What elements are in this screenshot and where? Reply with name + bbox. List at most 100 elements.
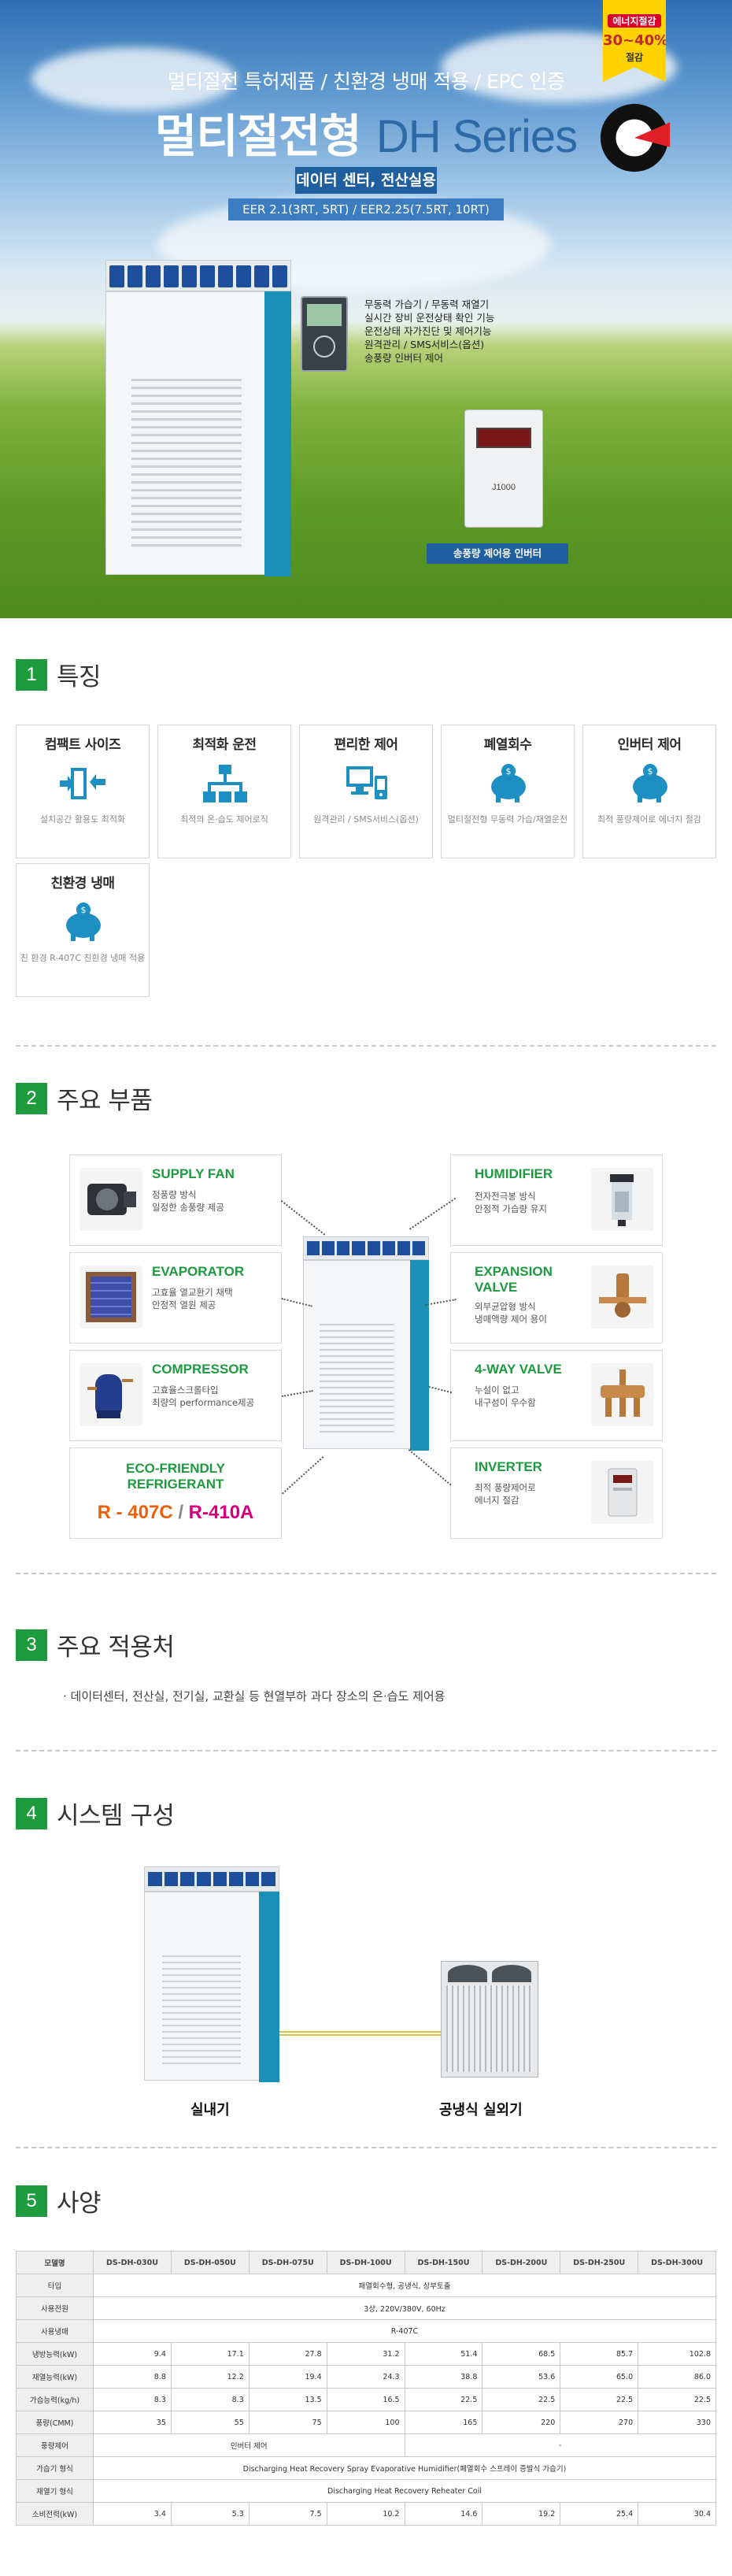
table-row: 재열기 형식 Discharging Heat Recovery Reheate… xyxy=(16,2479,716,2503)
spec-cell: 9.4 xyxy=(93,2342,172,2366)
connector-line xyxy=(282,1456,324,1495)
spec-cell: 68.5 xyxy=(482,2342,561,2366)
part-desc: 외부균압형 방식 xyxy=(475,1301,536,1312)
section-header-system: 4 시스템 구성 xyxy=(16,1796,175,1831)
section-title: 주요 적용처 xyxy=(57,1633,175,1662)
hero-title: 멀티절전형 DH Series xyxy=(0,99,732,165)
table-row: 사용냉매 R-407C xyxy=(16,2319,716,2343)
section-number: 1 xyxy=(16,658,47,691)
application-text: · 데이터센터, 전산실, 전기실, 교환실 등 현열부하 과다 장소의 온·습… xyxy=(63,1689,445,1703)
part-desc: 에너지 절감 xyxy=(475,1495,519,1506)
inverter-image: J1000 xyxy=(464,410,543,528)
hero-feature: 실시간 장비 운전상태 확인 기능 xyxy=(364,312,495,324)
spec-cell: 65.0 xyxy=(560,2365,639,2389)
section-header-applications: 3 주요 적용처 xyxy=(16,1627,175,1662)
part-desc: 최적 풍량제어로 xyxy=(475,1482,536,1493)
table-row: 사용전원 3상, 220V/380V, 60Hz xyxy=(16,2296,716,2320)
part-four-way-valve: 4-WAY VALVE 누설이 없고 내구성이 우수함 xyxy=(450,1350,663,1441)
energy-saving-ribbon: 에너지절감 30~40% 절감 xyxy=(603,0,666,82)
part-title: INVERTER xyxy=(475,1459,542,1474)
part-desc: 최량의 performance제공 xyxy=(152,1397,255,1408)
spec-header-cell: DS-DH-250U xyxy=(560,2251,639,2274)
hero-feature: 송풍량 인버터 제어 xyxy=(364,352,443,364)
expansion-valve-icon xyxy=(591,1266,654,1329)
refrigerant-pipe xyxy=(279,2031,441,2036)
hero-feature-list: 무동력 가습기 / 무동력 재열기 실시간 장비 운전상태 확인 기능 운전상태… xyxy=(364,298,494,365)
spec-header-cell: DS-DH-075U xyxy=(248,2251,327,2274)
spec-cell: 13.5 xyxy=(248,2388,327,2411)
part-humidifier: 전자전극봉 방식 안정적 가습량 유지 HUMIDIFIER xyxy=(450,1155,663,1246)
ribbon-line3: 절감 xyxy=(625,52,644,63)
spec-cell: 22.5 xyxy=(404,2388,483,2411)
spec-row-label: 사용전원 xyxy=(16,2296,94,2320)
feature-title: 편리한 제어 xyxy=(334,737,398,753)
table-row: 풍량(CMM) 35 55 75 100 165 220 270 330 xyxy=(16,2411,716,2434)
part-expansion-valve: EXPANSION VALVE 외부균압형 방식 냉매액량 제어 용이 xyxy=(450,1252,663,1344)
feature-card-inverter: 인버터 제어 $ 최적 풍량제어로 에너지 절감 xyxy=(582,725,716,858)
spec-cell: 86.0 xyxy=(638,2365,716,2389)
spec-cell: 22.5 xyxy=(482,2388,561,2411)
part-desc: 안정적 열원 제공 xyxy=(152,1299,216,1310)
usage-badge: 데이터 센터, 전산실용 xyxy=(295,167,437,194)
feature-desc: 최적 풍량제어로 에너지 절감 xyxy=(597,814,701,825)
table-row: 가습기 형식 Discharging Heat Recovery Spray E… xyxy=(16,2456,716,2480)
spec-cell: 14.6 xyxy=(404,2502,483,2526)
section-header-parts: 2 주요 부품 xyxy=(16,1080,153,1116)
cloud xyxy=(31,47,236,110)
feature-title: 친환경 냉매 xyxy=(50,876,115,891)
spec-cell: 35 xyxy=(93,2411,172,2434)
inverter-icon xyxy=(591,1461,654,1524)
spec-cell: 220 xyxy=(482,2411,561,2434)
spec-cell: 31.2 xyxy=(326,2342,405,2366)
four-way-valve-icon xyxy=(591,1363,654,1426)
part-desc: 정풍량 방식 xyxy=(152,1189,197,1200)
connector-line xyxy=(428,1386,453,1394)
part-desc: 일정한 송풍량 제공 xyxy=(152,1202,224,1213)
part-title: SUPPLY FAN xyxy=(152,1166,235,1181)
spec-cell: 16.5 xyxy=(326,2388,405,2411)
spec-row-label: 타입 xyxy=(16,2274,94,2297)
part-desc: 내구성이 우수함 xyxy=(475,1397,536,1408)
section-divider xyxy=(16,1573,716,1574)
spec-header-cell: 모델명 xyxy=(16,2251,94,2274)
feature-card-heat-recovery: 폐열회수 $ 멀티절전형 무동력 가습/재열운전 xyxy=(441,725,575,858)
spec-cell: 85.7 xyxy=(560,2342,639,2366)
table-row: 가습능력(kg/h) 8.3 8.3 13.5 16.5 22.5 22.5 2… xyxy=(16,2388,716,2411)
connector-line xyxy=(409,1197,457,1230)
spec-header-cell: DS-DH-300U xyxy=(638,2251,716,2274)
section-title: 특징 xyxy=(57,663,102,691)
part-title: HUMIDIFIER xyxy=(475,1166,553,1181)
section-header-specs: 5 사양 xyxy=(16,2183,102,2218)
part-title: EVAPORATOR xyxy=(152,1264,245,1279)
compressor-icon xyxy=(79,1363,142,1426)
spec-cell: 51.4 xyxy=(404,2342,483,2366)
evaporator-icon xyxy=(79,1266,142,1329)
spec-cell: 30.4 xyxy=(638,2502,716,2526)
humidifier-icon xyxy=(591,1168,654,1231)
title-english: DH Series xyxy=(375,111,578,162)
part-title: EXPANSION VALVE xyxy=(475,1264,553,1295)
spec-row-label: 재열능력(kW) xyxy=(16,2365,94,2389)
spec-cell: 55 xyxy=(170,2411,250,2434)
part-desc: 냉매액량 제어 용이 xyxy=(475,1314,547,1325)
part-evaporator: EVAPORATOR 고효율 열교환기 채택 안정적 열원 제공 xyxy=(69,1252,282,1344)
inverter-caption: 송풍량 제어용 인버터 xyxy=(427,543,568,564)
spec-cell: R-407C xyxy=(93,2319,716,2343)
spec-cell: Discharging Heat Recovery Spray Evaporat… xyxy=(93,2456,716,2480)
piggy-bank-icon: $ xyxy=(633,764,667,802)
svg-text:$: $ xyxy=(81,905,87,915)
spec-cell: 75 xyxy=(248,2411,327,2434)
part-eco-refrigerant: ECO-FRIENDLY REFRIGERANT R - 407C / R-41… xyxy=(69,1447,282,1539)
spec-cell: 53.6 xyxy=(482,2365,561,2389)
ribbon-percent: 30~40% xyxy=(603,32,669,49)
spec-cell: 10.2 xyxy=(326,2502,405,2526)
table-row: 소비전력(kW) 3.4 5.3 7.5 10.2 14.6 19.2 25.4… xyxy=(16,2502,716,2526)
hero-feature: 원격관리 / SMS서비스(옵션) xyxy=(364,339,485,350)
part-title: ECO-FRIENDLY REFRIGERANT xyxy=(126,1461,225,1492)
feature-card-control: 편리한 제어 원격관리 / SMS서비스(옵션) xyxy=(299,725,433,858)
spec-row-label: 가습기 형식 xyxy=(16,2456,94,2480)
feature-desc: 원격관리 / SMS서비스(옵션) xyxy=(313,814,419,825)
spec-cell: 102.8 xyxy=(638,2342,716,2366)
spec-cell: 270 xyxy=(560,2411,639,2434)
spec-cell: 19.4 xyxy=(248,2365,327,2389)
